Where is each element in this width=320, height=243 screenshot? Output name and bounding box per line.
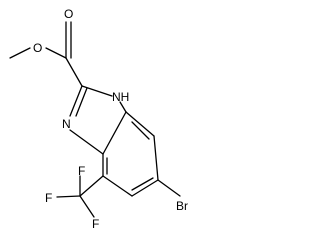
bond-cf3-f-bottom <box>79 195 95 218</box>
bond-c7a-c3a <box>102 111 127 155</box>
atom-f-bottom: F <box>92 217 99 231</box>
bond-c6-c5 <box>131 179 159 197</box>
bond-c5-c4 <box>102 175 133 197</box>
atom-br: Br <box>176 199 188 213</box>
bond-cf3-f-left <box>56 195 81 198</box>
bond-c2-n <box>69 85 83 117</box>
bond-aromatic-inner-2 <box>131 177 154 191</box>
bond-c7-c6 <box>153 135 159 181</box>
atom-labels: O O NH N Br F F F <box>33 7 188 231</box>
atom-o-ester: O <box>33 41 42 55</box>
bond-c2-n-double <box>75 87 88 117</box>
bond-carbonyl-c2 <box>65 57 83 87</box>
atom-o-carbonyl: O <box>64 7 73 21</box>
molecule-structure: O O NH N Br F F F <box>9 7 188 231</box>
bond-o-carbonyl-carbon <box>45 47 67 59</box>
bond-c6-br <box>157 179 181 197</box>
atom-nh: NH <box>112 90 129 104</box>
atom-n-imine: N <box>62 117 71 131</box>
bond-nh-c7a <box>119 101 127 113</box>
bonds <box>9 21 181 218</box>
bond-methyl-o <box>9 47 31 59</box>
bond-n-c3a <box>69 129 104 155</box>
atom-f-left: F <box>45 191 52 205</box>
atom-f-top: F <box>78 164 85 178</box>
bond-aromatic-inner-1 <box>131 121 150 140</box>
bond-c4-cf3 <box>79 175 104 197</box>
bond-c7a-c7 <box>125 111 155 137</box>
structure-canvas: O O NH N Br F F F <box>9 7 189 231</box>
